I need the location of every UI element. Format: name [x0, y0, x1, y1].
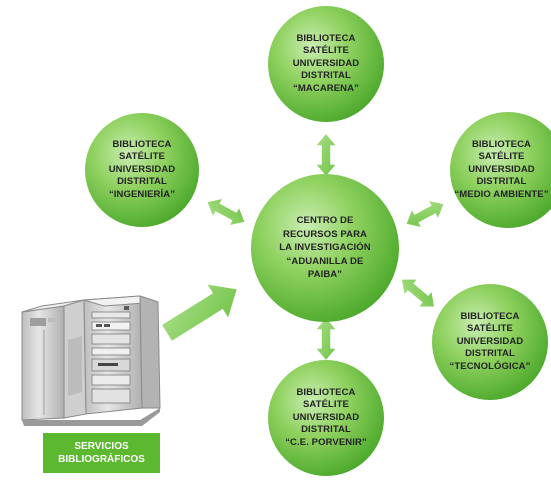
- node-tecnologica-circle: [432, 284, 548, 400]
- node-porvenir-circle: [268, 360, 384, 476]
- services-line-1: SERVICIOS: [74, 441, 129, 452]
- server-cabinet-icon: [21, 295, 161, 426]
- connector-arrows: [160, 131, 446, 363]
- arrow-center-tecnologica: [400, 278, 436, 308]
- services-label: SERVICIOS BIBLIOGRÁFICOS: [43, 433, 160, 473]
- services-line-2: BIBLIOGRÁFICOS: [58, 454, 145, 465]
- arrow-services-center: [160, 282, 239, 343]
- node-medio-ambiente-circle: [450, 112, 551, 228]
- arrow-center-ingenieria: [205, 196, 247, 228]
- services-box-background: [43, 433, 160, 473]
- node-macarena-circle: [268, 6, 384, 122]
- node-ingenieria-circle: [85, 113, 199, 227]
- arrow-center-medio-ambiente: [404, 198, 446, 230]
- library-nodes: [85, 6, 551, 476]
- arrow-center-macarena: [313, 131, 339, 179]
- arrow-center-porvenir: [313, 315, 339, 363]
- center-node-circle: [251, 174, 399, 322]
